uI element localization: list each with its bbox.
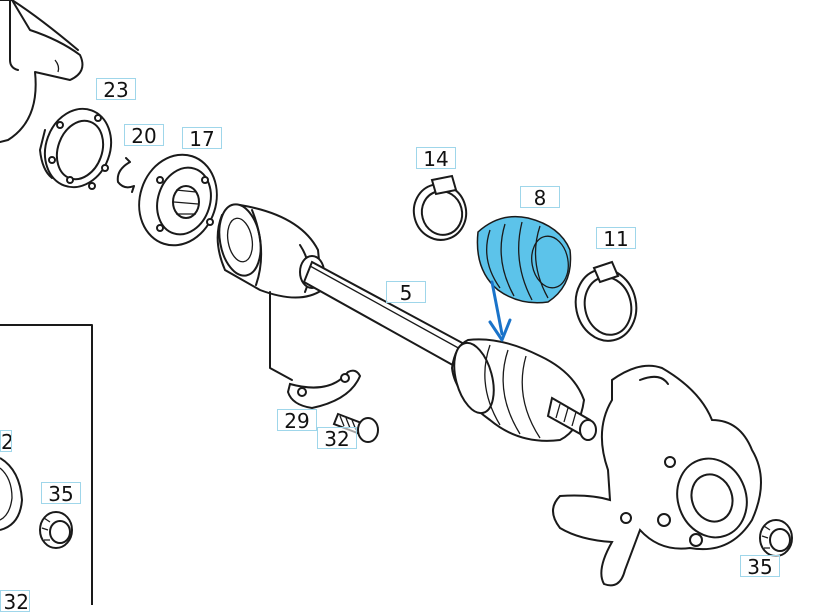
driveshaft-5 (302, 260, 470, 370)
inset-panel (0, 324, 93, 605)
part-label-29: 29 (277, 409, 317, 432)
part-label-5: 5 (386, 281, 426, 304)
part-label-8: 8 (520, 186, 560, 209)
part-label-35-right: 35 (740, 555, 780, 578)
leader-line-29 (269, 291, 293, 381)
boot-8-highlighted (476, 215, 572, 304)
circlip-20 (116, 157, 135, 193)
clamp-11 (574, 260, 638, 342)
part-label-35-left: 35 (41, 482, 81, 505)
part-label-23: 23 (96, 78, 136, 101)
differential-housing (0, 0, 84, 143)
inner-joint-17 (138, 153, 218, 247)
inner-cv-housing (216, 203, 325, 299)
part-label-14: 14 (416, 147, 456, 170)
part-label-32: 32 (317, 427, 357, 450)
wheel-bearing-35-right (759, 519, 793, 557)
part-label-2-cut: 2 (0, 430, 12, 452)
part-label-20: 20 (124, 124, 164, 147)
clamp-14 (412, 174, 468, 241)
part-label-17: 17 (182, 127, 222, 150)
flange-23 (39, 107, 113, 190)
bracket-29 (286, 369, 362, 410)
steering-knuckle (552, 364, 762, 587)
pointer-arrow (488, 280, 512, 342)
part-label-32-cut: 32 (0, 590, 30, 612)
outer-cv-joint (450, 338, 597, 442)
part-label-11: 11 (596, 227, 636, 250)
